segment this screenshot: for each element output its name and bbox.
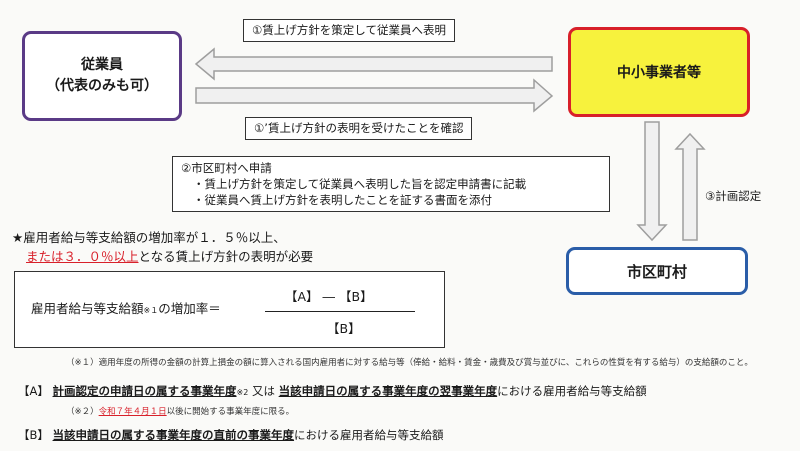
fraction-bar (265, 311, 415, 312)
step1b-label: ①’賃上げ方針の表明を受けたことを確認 (245, 117, 473, 140)
formula-label-text: 雇用者給与等支給額 (31, 301, 144, 316)
defA-bold2: 当該申請日の属する事業年度の翌事業年度 (278, 384, 498, 398)
defB-bold: 当該申請日の属する事業年度の直前の事業年度 (52, 428, 295, 442)
defA-tail: における雇用者給与等支給額 (497, 384, 647, 398)
defB-tail: における雇用者給与等支給額 (294, 428, 444, 442)
note2-red: 令和７年４月１日 (98, 407, 167, 417)
arrow-employee-to-sme (195, 78, 554, 113)
formula-label: 雇用者給与等支給額※１の増加率＝ (31, 298, 221, 317)
step3-label: ③計画認定 (705, 189, 762, 203)
formula-note-mark: ※１ (143, 306, 159, 315)
defA-note-mark: ※2 (236, 388, 249, 397)
city-box: 市区町村 (566, 247, 748, 295)
arrow-sme-to-employee (194, 47, 553, 81)
requirement-red: または３．０％以上 (26, 249, 139, 264)
note-2: （※２）令和７年４月１日以後に開始する事業年度に限る。 (66, 405, 294, 417)
arrow-sme-to-city (636, 121, 668, 242)
step1-label: ①賃上げ方針を策定して従業員へ表明 (243, 19, 455, 42)
requirement-line1: ★雇用者給与等支給額の増加率が１．５％以上、 (12, 230, 286, 245)
requirement-rest: となる賃上げ方針の表明が必要 (138, 249, 314, 264)
city-label: 市区町村 (626, 262, 687, 281)
arrow-city-to-sme (674, 132, 706, 241)
defA-bold1: 計画認定の申請日の属する事業年度 (52, 384, 237, 398)
sme-label: 中小事業者等 (617, 65, 701, 81)
step2-item-2: ・従業員へ賃上げ方針を表明したことを証する書面を添付 (193, 193, 492, 207)
employee-subtitle: （代表のみも可） (46, 78, 158, 94)
defA-prefix: 【A】 (18, 384, 53, 398)
formula-numerator: 【A】 ― 【B】 (285, 289, 373, 304)
step2-title: ②市区町村へ申請 (181, 161, 272, 175)
note2-tail: 以後に開始する事業年度に限る。 (166, 407, 295, 417)
note-1: （※１）適用年度の所得の金額の計算上損金の額に算入される国内雇用者に対する給与等… (66, 358, 753, 368)
sme-box: 中小事業者等 (568, 27, 750, 117)
employee-box: 従業員 （代表のみも可） (22, 31, 182, 121)
definition-b: 【B】 当該申請日の属する事業年度の直前の事業年度における雇用者給与等支給額 (18, 427, 444, 443)
requirement-text: ★雇用者給与等支給額の増加率が１．５％以上、 または３．０％以上となる賃上げ方針… (12, 228, 313, 266)
step2-box: ②市区町村へ申請 ・賃上げ方針を策定して従業員へ表明した旨を認定申請書に記載 ・… (172, 156, 610, 212)
step2-item-1: ・賃上げ方針を策定して従業員へ表明した旨を認定申請書に記載 (193, 177, 527, 191)
defA-mid: 又は (248, 384, 279, 398)
definition-a: 【A】 計画認定の申請日の属する事業年度※2 又は 当該申請日の属する事業年度の… (18, 383, 647, 399)
defB-prefix: 【B】 (18, 428, 53, 442)
note2-prefix: （※２） (66, 407, 99, 417)
formula-box: 雇用者給与等支給額※１の増加率＝ 【A】 ― 【B】 【B】 (14, 271, 445, 348)
formula-label-tail: の増加率＝ (158, 301, 221, 316)
employee-title: 従業員 (81, 57, 123, 73)
requirement-line2: または３．０％以上となる賃上げ方針の表明が必要 (12, 247, 313, 266)
formula-denominator: 【B】 (327, 321, 361, 336)
